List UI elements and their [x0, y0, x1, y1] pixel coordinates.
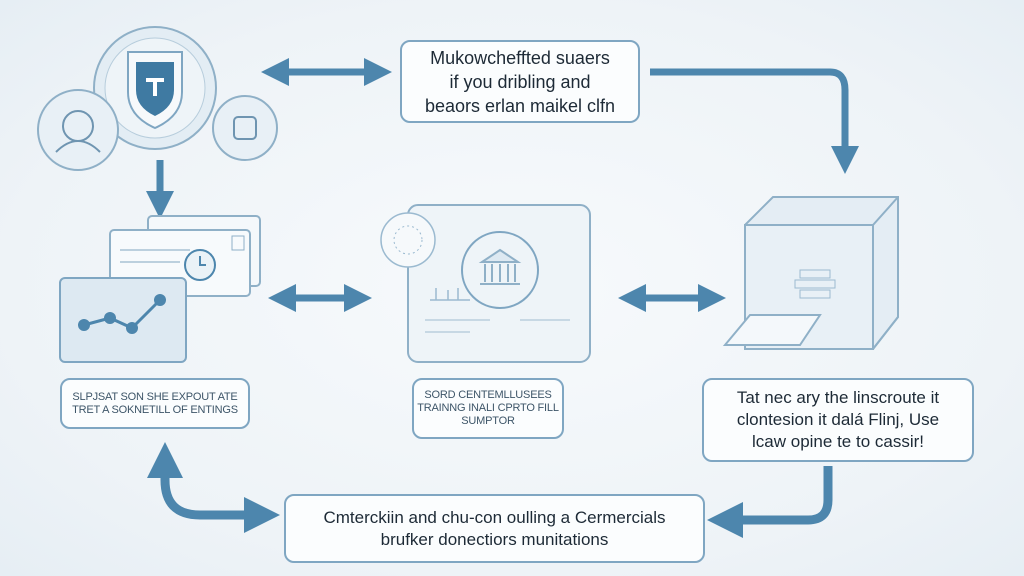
left-label-box: SLPJSAT SON SHE EXPOUT ATE TRET A SOKNET… [60, 378, 250, 429]
bank-panel-icon [380, 204, 591, 363]
security-cluster-icon [37, 26, 278, 171]
bottom-box-line-1: Cmterckiin and chu-con oulling a Cermerc… [323, 507, 666, 527]
bottom-description-box: Cmterckiin and chu-con oulling a Cermerc… [284, 494, 705, 563]
curved-arrow-bottom-right [707, 466, 833, 538]
dashboard-windows-icon [59, 215, 261, 363]
top-box-line-1: Mukowcheffted suaers [430, 47, 610, 68]
center-label-line-2: TRAINNG INALI CPRTO FILL [417, 402, 559, 414]
left-label-line-1: SLPJSAT SON SHE EXPOUT ATE [72, 390, 238, 403]
top-box-line-2: if you dribling and [449, 71, 591, 92]
center-label-line-1: SORD CENTEMLLUSEES [424, 389, 552, 401]
center-label-line-3: SUMPTOR [461, 415, 515, 427]
bottom-box-line-2: brufker donectiors munitations [380, 529, 609, 549]
right-label-line-2: clontesion it dalá Flinj, Use [736, 410, 940, 429]
top-box-line-3: beaors erlan maikel clfn [424, 95, 616, 116]
left-label-line-2: TRET A SOKNETILL OF ENTINGS [72, 403, 238, 416]
center-label-box: SORD CENTEMLLUSEES TRAINNG INALI CPRTO F… [412, 378, 564, 439]
right-label-line-1: Tat nec ary the linscroute it [736, 388, 940, 407]
elbow-arrow-top-right [650, 68, 859, 174]
top-description-box: Mukowcheffted suaers if you dribling and… [400, 40, 640, 123]
right-label-line-3: lcaw opine te to cassir! [752, 432, 924, 451]
vault-box-icon [722, 196, 899, 350]
right-label-box: Tat nec ary the linscroute it clontesion… [702, 378, 974, 462]
curved-arrow-bottom-left [147, 442, 280, 533]
